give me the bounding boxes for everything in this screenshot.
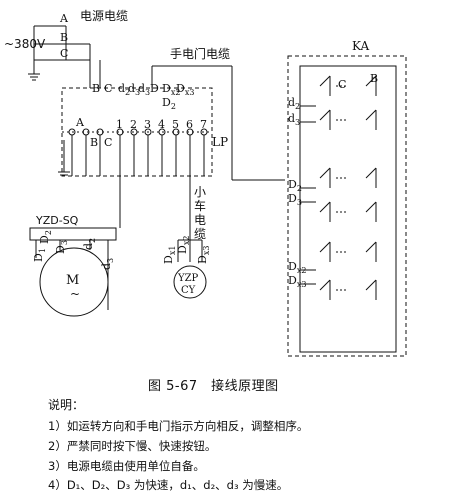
trolley-cable-char: 电 bbox=[194, 213, 206, 227]
contact-blade bbox=[365, 75, 377, 87]
phase-a-label: A bbox=[59, 12, 69, 25]
supply-voltage: ~380V bbox=[4, 37, 46, 51]
panel-mid-label: D2 bbox=[162, 96, 176, 111]
contactor-terminal-label: d2 bbox=[288, 96, 300, 111]
panel-phase-label: A bbox=[75, 116, 85, 129]
contactor-terminal-label: D3 bbox=[288, 192, 302, 207]
motor-model: YZD-SQ bbox=[35, 214, 79, 227]
contactor-terminal-label: D2 bbox=[288, 178, 302, 193]
panel-phase-label: C bbox=[104, 136, 112, 149]
trolley-cable-char: 车 bbox=[194, 198, 206, 213]
panel-phase-label: B bbox=[90, 136, 98, 149]
notes-title: 说明： bbox=[48, 398, 85, 412]
panel-top-label: d2 bbox=[118, 82, 130, 97]
motor-lead-label: d2 bbox=[82, 238, 97, 250]
valve-name: YZP bbox=[177, 273, 199, 284]
contact-blade bbox=[319, 75, 331, 87]
contact-blade bbox=[319, 241, 331, 253]
terminal-number: 3 bbox=[144, 118, 151, 131]
panel-top-label: d3 bbox=[138, 82, 150, 97]
terminal-number: 7 bbox=[200, 118, 207, 131]
contact-blade bbox=[319, 109, 331, 121]
terminal-number: 4 bbox=[158, 118, 165, 131]
panel-top-label: Dx3 bbox=[176, 82, 194, 97]
contactor-name: KA bbox=[352, 39, 369, 53]
contactor-terminal-label: Dx3 bbox=[288, 274, 306, 289]
contact-blade bbox=[319, 279, 331, 291]
phase-c-label: C bbox=[60, 47, 68, 60]
trolley-cable-char: 缆 bbox=[194, 227, 206, 241]
motor-lead-label: D3 bbox=[54, 240, 69, 254]
contact-blade bbox=[319, 167, 331, 179]
motor-lead-label: d3 bbox=[100, 258, 115, 270]
trolley-cable-char: 小 bbox=[194, 185, 206, 199]
contact-blade bbox=[365, 167, 377, 179]
valve-lead-label: Dx2 bbox=[176, 236, 191, 254]
note-4: 4）D₁、D₂、D₃ 为快速，d₁、d₂、d₃ 为慢速。 bbox=[48, 478, 289, 492]
panel-top-label: B bbox=[92, 82, 100, 95]
contactor-b: B bbox=[370, 72, 378, 85]
supply-cable-label: 电源电缆 bbox=[80, 9, 128, 23]
contact-blade bbox=[365, 109, 377, 121]
figure-caption: 图 5-67 接线原理图 bbox=[148, 379, 279, 394]
note-3: 3）电源电缆由使用单位自备。 bbox=[48, 459, 205, 473]
motor-lead-label: D1 bbox=[32, 248, 47, 262]
motor-tilde: ~ bbox=[70, 287, 80, 301]
contact-blade bbox=[365, 279, 377, 291]
contactor-terminal-label: d3 bbox=[288, 112, 300, 127]
panel-top-label: C bbox=[104, 82, 112, 95]
note-2: 2）严禁同时按下慢、快速按钮。 bbox=[48, 439, 217, 453]
phase-b-label: B bbox=[60, 31, 68, 44]
panel-top-label: D bbox=[150, 82, 159, 95]
terminal-number: 5 bbox=[172, 118, 179, 131]
motor-symbol: M bbox=[66, 273, 79, 288]
pendant-cable-label: 手电门电缆 bbox=[170, 46, 230, 61]
note-1: 1）如运转方向和手电门指示方向相反，调整相序。 bbox=[48, 419, 309, 433]
motor-lead-label: D2 bbox=[38, 230, 53, 244]
contact-blade bbox=[365, 201, 377, 213]
contactor-terminal-label: Dx2 bbox=[288, 260, 306, 275]
contact-blade bbox=[365, 241, 377, 253]
valve-lead-label: Dx1 bbox=[162, 246, 177, 264]
contact-blade bbox=[319, 201, 331, 213]
terminal-number: 1 bbox=[116, 118, 123, 131]
valve-sub: CY bbox=[181, 285, 196, 296]
panel-top-label: Dx2 bbox=[162, 82, 180, 97]
terminal-number: 2 bbox=[130, 118, 137, 131]
contactor-c: C bbox=[338, 78, 346, 91]
panel-top-label: d3 bbox=[128, 82, 140, 97]
valve-lead-label: Dx3 bbox=[196, 246, 211, 264]
panel-name: LP bbox=[212, 135, 228, 149]
terminal-number: 6 bbox=[186, 118, 193, 131]
